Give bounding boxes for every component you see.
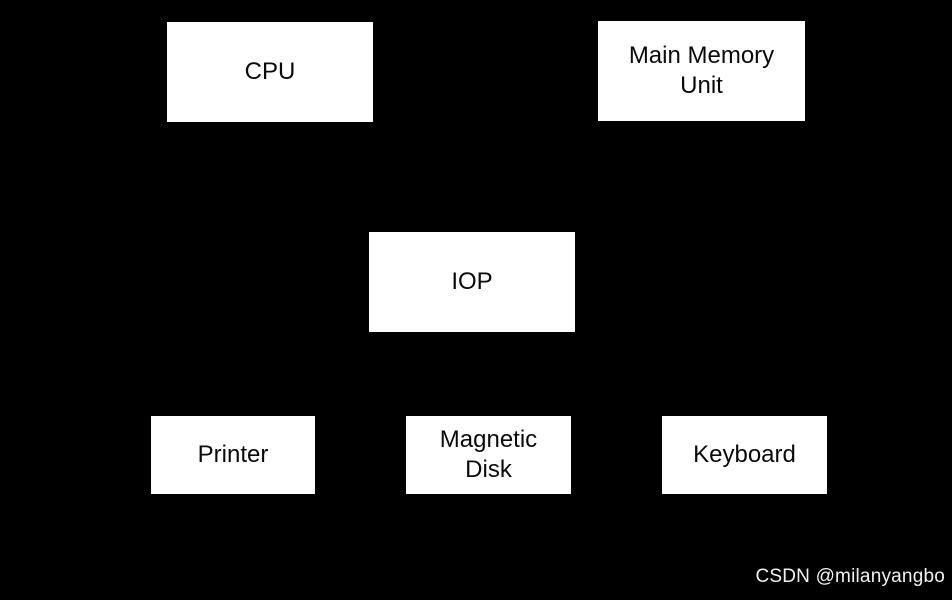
- node-keyboard: Keyboard: [662, 416, 827, 494]
- node-printer: Printer: [151, 416, 315, 494]
- node-main-memory-unit: Main Memory Unit: [598, 21, 805, 121]
- csdn-watermark: CSDN @milanyangbo: [755, 566, 945, 587]
- node-main-memory-unit-label: Main Memory Unit: [628, 42, 775, 99]
- node-keyboard-label: Keyboard: [693, 441, 796, 468]
- node-iop: IOP: [369, 232, 575, 332]
- node-magnetic-disk: Magnetic Disk: [406, 416, 571, 494]
- node-cpu: CPU: [167, 22, 373, 122]
- node-cpu-label: CPU: [244, 58, 296, 85]
- node-magnetic-disk-label: Magnetic Disk: [439, 426, 538, 483]
- node-iop-label: IOP: [451, 268, 493, 295]
- node-printer-label: Printer: [197, 441, 269, 468]
